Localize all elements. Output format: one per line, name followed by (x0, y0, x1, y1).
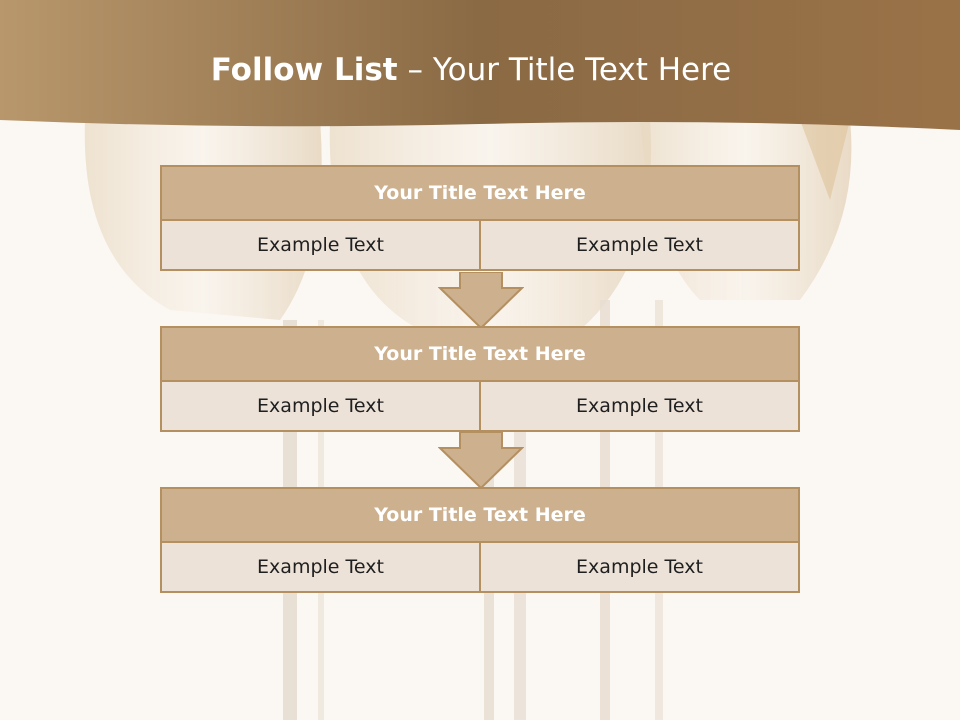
block-3: Your Title Text Here Example Text Exampl… (160, 487, 800, 593)
block-2-header: Your Title Text Here (160, 326, 800, 382)
down-arrow-icon (438, 272, 524, 330)
slide-title: Follow List – Your Title Text Here (0, 52, 942, 88)
down-arrow-icon (438, 432, 524, 490)
block-3-header: Your Title Text Here (160, 487, 800, 543)
block-2: Your Title Text Here Example Text Exampl… (160, 326, 800, 432)
block-1-header: Your Title Text Here (160, 165, 800, 221)
block-2-row: Example Text Example Text (160, 382, 800, 432)
block-2-cell-right: Example Text (481, 382, 800, 432)
block-1: Your Title Text Here Example Text Exampl… (160, 165, 800, 271)
block-3-row: Example Text Example Text (160, 543, 800, 593)
block-3-cell-left: Example Text (160, 543, 481, 593)
block-3-cell-right: Example Text (481, 543, 800, 593)
slide-title-bold: Follow List (210, 52, 398, 88)
block-1-cell-left: Example Text (160, 221, 481, 271)
block-1-row: Example Text Example Text (160, 221, 800, 271)
block-1-cell-right: Example Text (481, 221, 800, 271)
title-banner (0, 0, 960, 130)
block-2-cell-left: Example Text (160, 382, 481, 432)
slide-title-rest: – Your Title Text Here (407, 52, 732, 88)
